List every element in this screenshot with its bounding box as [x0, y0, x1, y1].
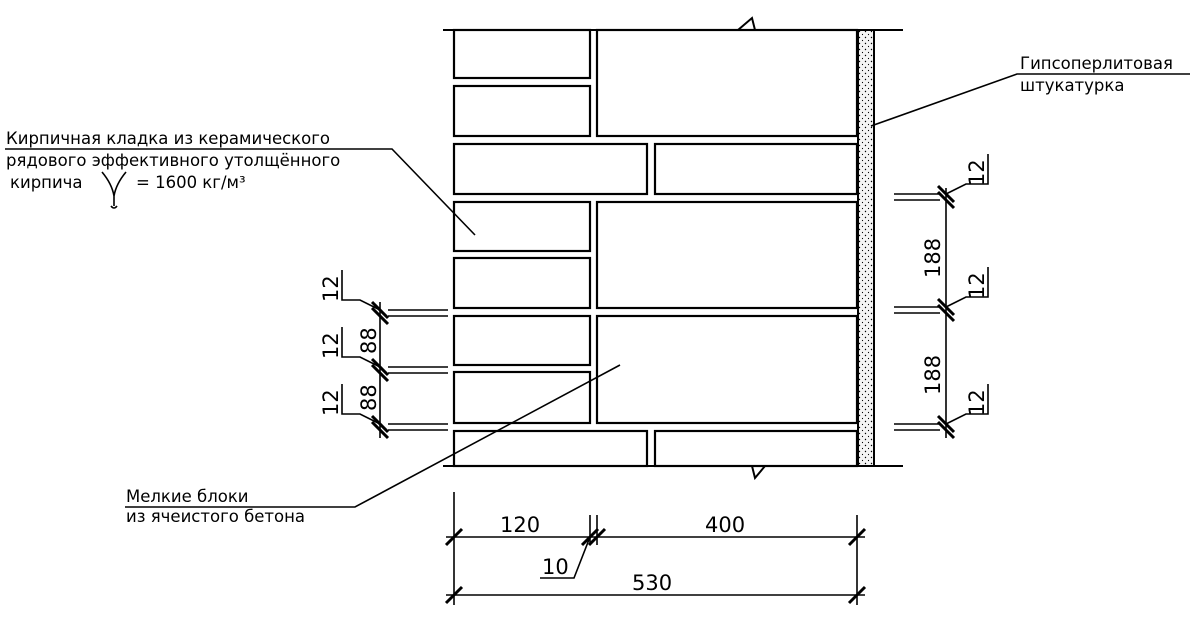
plaster-label-line1: Гипсоперлитовая [1020, 54, 1173, 73]
bottom-dimensions [444, 492, 867, 605]
brick [452, 200, 592, 253]
block [595, 200, 859, 310]
brick [452, 314, 592, 367]
left-brick-2: 88 [357, 384, 381, 411]
brick [452, 84, 592, 138]
block-label-line2: из ячеистого бетона [126, 507, 305, 526]
brick [452, 429, 649, 468]
bottom-block-dim: 400 [705, 513, 745, 537]
bottom-gap-dim: 10 [542, 555, 569, 579]
brick [452, 256, 592, 310]
left-joint-1: 12 [319, 275, 343, 302]
plaster-texture [859, 31, 873, 465]
aerated-blocks [595, 28, 859, 468]
left-joint-3: 12 [319, 389, 343, 416]
right-block-2: 188 [921, 355, 945, 395]
brick-label-line3: кирпича [10, 173, 83, 192]
block [653, 429, 859, 468]
plaster-label-line2: штукатурка [1020, 76, 1124, 95]
brick-masonry [452, 28, 649, 468]
brick-label-line2: рядового эффективного утолщённого [6, 151, 340, 170]
brick-leader [5, 148, 476, 236]
brick [452, 370, 592, 425]
left-joint-2: 12 [319, 332, 343, 359]
bottom-brick-dim: 120 [500, 513, 540, 537]
bottom-total-dim: 530 [632, 571, 672, 595]
brick-density: = 1600 кг/м³ [136, 173, 246, 192]
right-block-1: 188 [921, 238, 945, 278]
left-brick-1: 88 [357, 327, 381, 354]
block [595, 28, 859, 138]
brick-label-line1: Кирпичная кладка из керамического [6, 129, 330, 148]
brick [452, 28, 592, 80]
block-label-line1: Мелкие блоки [126, 487, 249, 506]
right-joint-1: 12 [965, 159, 989, 186]
gamma-symbol [101, 171, 127, 209]
block [595, 314, 859, 425]
right-joint-2: 12 [965, 272, 989, 299]
block [653, 142, 859, 196]
left-dimensions [341, 270, 448, 440]
brick [452, 142, 649, 196]
right-dimensions [894, 154, 989, 440]
plaster-leader [870, 73, 1190, 127]
block-leader [125, 364, 621, 508]
right-joint-3: 12 [965, 389, 989, 416]
